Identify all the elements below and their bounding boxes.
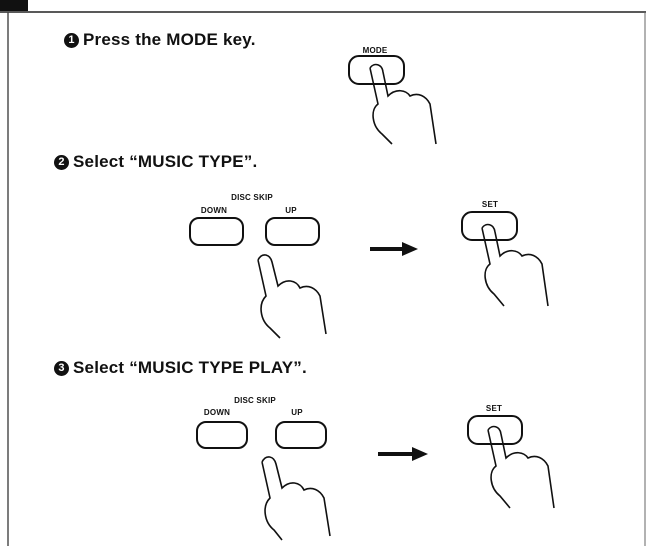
- down-key-label: DOWN: [200, 206, 228, 215]
- down-key-label: DOWN: [203, 408, 231, 417]
- step-2-number: 2: [54, 154, 69, 170]
- step-2-text: Select “MUSIC TYPE”.: [73, 152, 258, 171]
- step-3-text: Select “MUSIC TYPE PLAY”.: [73, 358, 307, 377]
- up-key-label: UP: [291, 408, 303, 417]
- step-1-heading: 1 Press the MODE key.: [64, 30, 256, 50]
- disc-skip-label: DISC SKIP: [231, 193, 273, 202]
- up-key-label: UP: [285, 206, 297, 215]
- set-key-label: SET: [481, 200, 499, 209]
- step-1-number: 1: [64, 32, 79, 48]
- disc-skip-label: DISC SKIP: [234, 396, 276, 405]
- step-2-heading: 2 Select “MUSIC TYPE”.: [54, 152, 257, 172]
- step-1-text: Press the MODE key.: [83, 30, 256, 49]
- step-3-number: 3: [54, 360, 69, 376]
- mode-key-label: MODE: [362, 46, 388, 55]
- step-3-heading: 3 Select “MUSIC TYPE PLAY”.: [54, 358, 307, 378]
- set-key-label: SET: [485, 404, 503, 413]
